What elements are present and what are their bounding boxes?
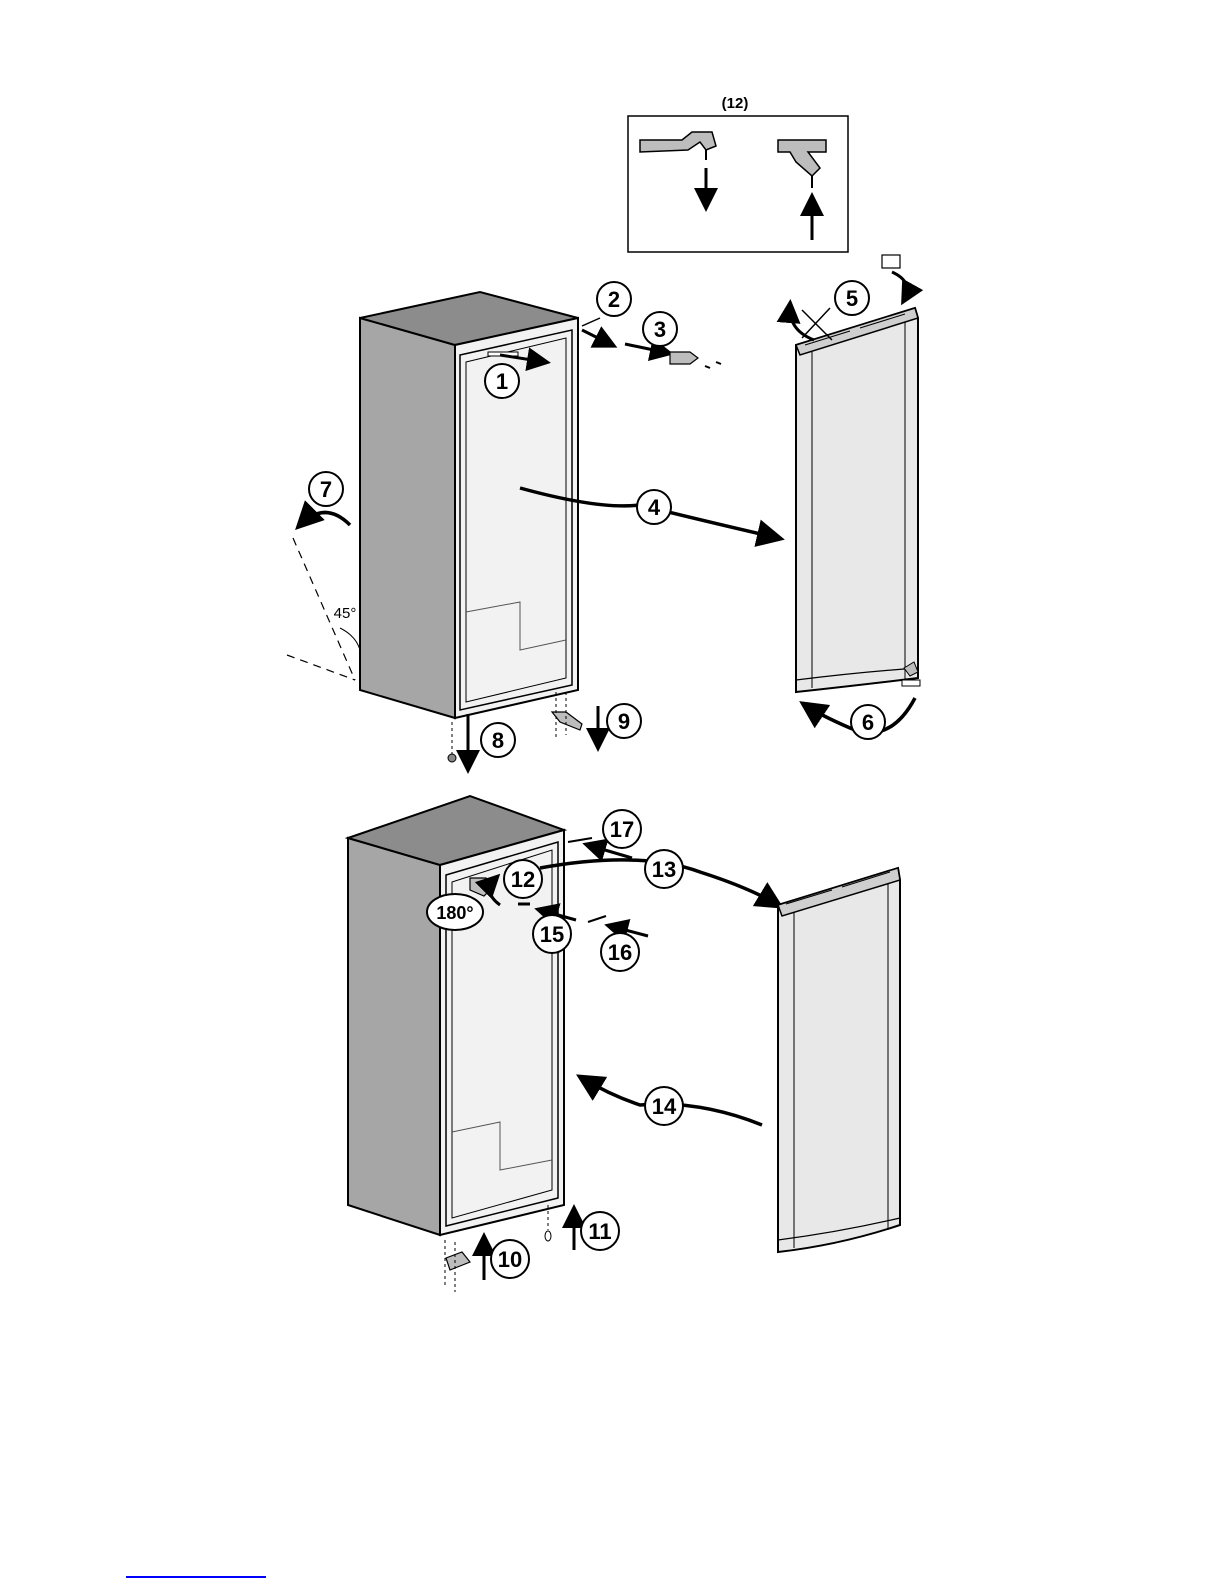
svg-text:9: 9 <box>618 709 630 734</box>
svg-text:6: 6 <box>862 710 874 735</box>
svg-text:1: 1 <box>496 369 508 394</box>
angle-label: 45° <box>334 605 357 622</box>
svg-text:12: 12 <box>511 867 535 892</box>
door-lower <box>778 868 900 1252</box>
step-17-marker: 17 <box>603 810 641 848</box>
step-15-marker: 15 <box>533 915 571 953</box>
step-6-marker: 6 <box>851 705 885 739</box>
svg-text:10: 10 <box>498 1247 522 1272</box>
inset-title: (12) <box>722 95 749 112</box>
hinge-right-icon <box>778 140 826 240</box>
tilt-guide: 45° <box>287 513 360 681</box>
rotate-180-marker: 180° <box>427 894 483 930</box>
svg-text:16: 16 <box>608 940 632 965</box>
hinge-left-icon <box>640 132 716 206</box>
svg-text:8: 8 <box>492 728 504 753</box>
svg-text:17: 17 <box>610 817 634 842</box>
step-4-marker: 4 <box>637 490 671 524</box>
svg-text:4: 4 <box>648 495 661 520</box>
step-9-marker: 9 <box>607 704 641 738</box>
svg-text:11: 11 <box>588 1219 611 1244</box>
svg-text:7: 7 <box>320 477 332 502</box>
step-5-marker: 5 <box>835 281 869 315</box>
step-16-marker: 16 <box>601 933 639 971</box>
step-14-marker: 14 <box>645 1087 683 1125</box>
step-8-marker: 8 <box>481 723 515 757</box>
step-7-marker: 7 <box>309 472 343 506</box>
step-2-marker: 2 <box>597 282 631 316</box>
svg-text:14: 14 <box>652 1094 677 1119</box>
svg-text:3: 3 <box>654 317 666 342</box>
step-12-marker: 12 <box>504 860 542 898</box>
rotate-label: 180° <box>436 903 473 923</box>
step-3-marker: 3 <box>643 312 677 346</box>
step-13-marker: 13 <box>645 850 683 888</box>
step-10-marker: 10 <box>491 1240 529 1278</box>
svg-text:5: 5 <box>846 286 858 311</box>
inset-frame <box>628 116 848 252</box>
hinge-inset: (12) <box>628 95 848 252</box>
door-upper <box>790 255 920 733</box>
svg-text:15: 15 <box>540 922 564 947</box>
cabinet-upper <box>360 292 578 718</box>
footer-link-underline[interactable] <box>126 1576 266 1578</box>
svg-text:2: 2 <box>608 287 620 312</box>
svg-text:13: 13 <box>652 857 676 882</box>
step-1-marker: 1 <box>485 364 519 398</box>
step-11-marker: 11 <box>581 1212 619 1250</box>
